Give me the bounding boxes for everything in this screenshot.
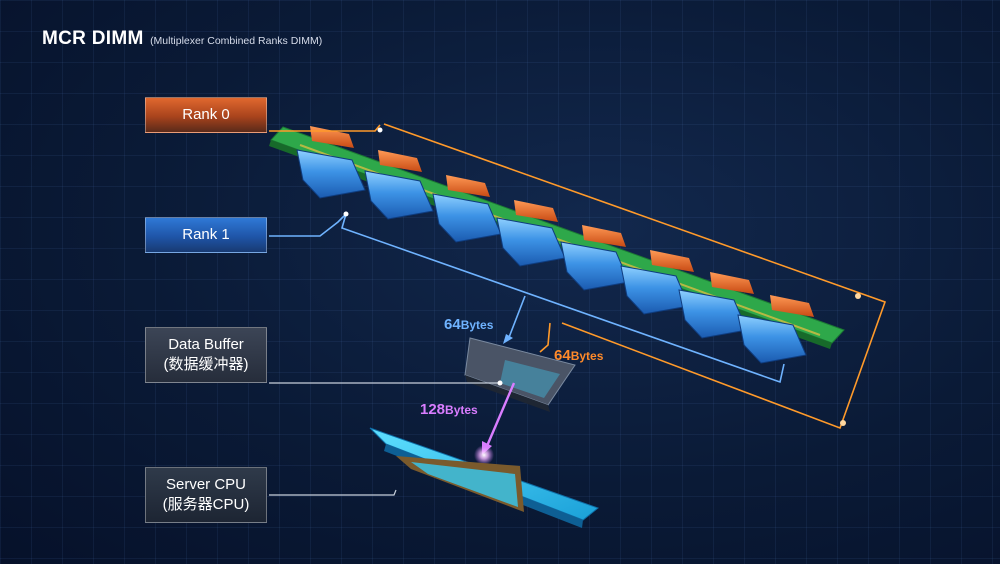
buffer-to-cpu-arrow (474, 382, 516, 465)
rank1-chip (560, 241, 630, 291)
page-title: MCR DIMM (Multiplexer Combined Ranks DIM… (42, 28, 322, 50)
rank0-bracket (269, 123, 887, 430)
rank1-outline (341, 213, 785, 384)
rank1-bracket (269, 211, 785, 384)
rank1-chip (678, 289, 748, 339)
server-cpu-label-zh: (服务器CPU) (162, 496, 250, 513)
data-buffer-side (465, 375, 550, 412)
rank0-chips (310, 126, 814, 317)
cpu-transfer-unit: Bytes (445, 403, 478, 417)
data-buffer-label-zh: (数据缓冲器) (163, 356, 249, 373)
rank0-chip (378, 150, 422, 172)
server-cpu-label: Server CPU (服务器CPU) (145, 467, 267, 523)
cpu-leader-line (269, 489, 397, 496)
rank1-leader-line (269, 213, 347, 237)
rank0-chip (650, 250, 694, 272)
cpu-transfer-number: 128 (420, 401, 446, 418)
rank0-to-buffer-line (539, 322, 551, 353)
rank1-transfer-size: 64Bytes (444, 316, 493, 333)
rank0-leader-line (269, 124, 381, 132)
rank1-chip (620, 265, 690, 315)
dimm-pcb (270, 126, 845, 344)
data-buffer-label-en: Data Buffer (168, 336, 244, 353)
rank1-label-text: Rank 1 (182, 226, 230, 243)
rank0-label: Rank 0 (145, 97, 267, 133)
rank0-chip (582, 225, 626, 247)
rank0-chip (514, 200, 558, 222)
rank1-to-buffer-line (507, 295, 526, 341)
rank0-label-text: Rank 0 (182, 106, 230, 123)
cpu-transfer-size: 128Bytes (420, 401, 478, 418)
rank1-transfer-unit: Bytes (460, 318, 494, 332)
server-cpu-label-en: Server CPU (165, 476, 247, 493)
rank1-chip (364, 170, 434, 220)
rank1-transfer-number: 64 (444, 316, 461, 333)
rank1-arrowhead (503, 334, 513, 344)
cpu-die (411, 462, 518, 507)
rank1-chip (296, 149, 366, 199)
rank0-outline (383, 123, 887, 430)
data-buffer-glow (500, 360, 560, 398)
rank0-transfer-unit: Bytes (570, 349, 604, 363)
rank1-chip (737, 314, 807, 364)
data-buffer-label: Data Buffer (数据缓冲器) (145, 327, 267, 383)
rank0-chip (446, 175, 490, 197)
rank1-chips (296, 149, 807, 364)
rank1-label: Rank 1 (145, 217, 267, 253)
rank1-chip (496, 217, 566, 267)
server-cpu (269, 427, 600, 528)
rank0-chip (770, 295, 814, 317)
data-buffer-chip (269, 337, 576, 412)
rank1-chip (432, 193, 502, 243)
rank0-transfer-size: 64Bytes (554, 347, 603, 364)
rank0-chip (710, 272, 754, 294)
title-sub: (Multiplexer Combined Ranks DIMM) (150, 35, 323, 47)
rank0-transfer-number: 64 (554, 347, 571, 364)
title-main: MCR DIMM (42, 28, 144, 49)
